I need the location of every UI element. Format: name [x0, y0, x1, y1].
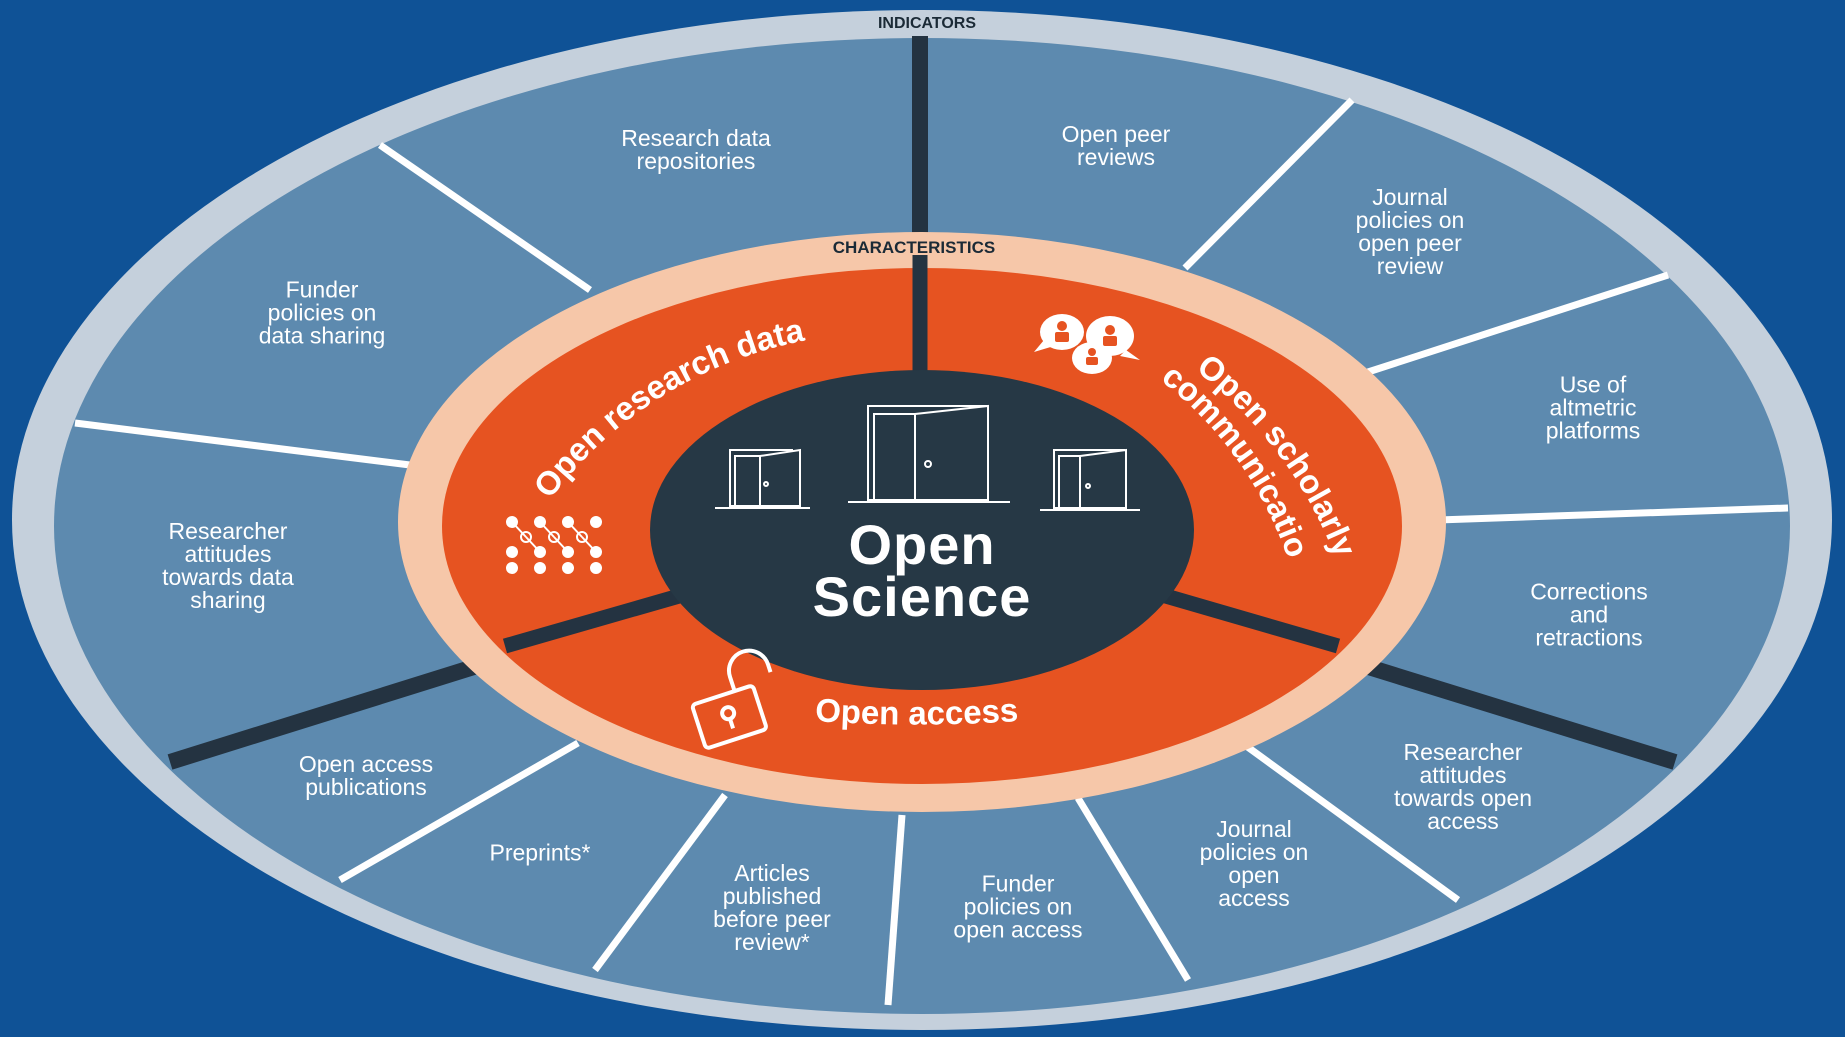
indicator-dividers [74, 97, 1789, 1006]
divider [378, 142, 592, 293]
indicator-articles-before-peer-review: Articles published before peer review* [713, 860, 831, 955]
indicators-ring-label: INDICATORS [878, 15, 976, 32]
indicator-journal-policies-open-access: Journal policies on open access [1199, 816, 1309, 911]
data-network-icon [506, 516, 602, 574]
door-small-left-icon [715, 448, 810, 509]
indicator-preprints: Preprints* [489, 839, 591, 866]
indicator-open-peer-reviews: Open peer reviews [1061, 121, 1171, 170]
open-padlock-icon [690, 648, 773, 750]
divider [1366, 271, 1670, 376]
divider [1437, 504, 1789, 524]
divider [884, 814, 906, 1006]
divider [74, 419, 411, 469]
divider [338, 739, 580, 884]
door-large-center-icon [848, 404, 1010, 503]
indicator-research-data-repositories: Research data repositories [621, 125, 771, 174]
indicator-altmetric-platforms: Use of altmetric platforms [1545, 371, 1641, 444]
characteristic-open-access: Open access [814, 691, 1019, 731]
indicator-attitudes-open-access: Researcher attitudes towards open access [1393, 739, 1533, 834]
indicator-journal-policies-open-peer-review: Journal policies on open peer review [1355, 184, 1465, 279]
divider-right-inner [1142, 582, 1341, 654]
indicator-attitudes-data-sharing: Researcher attitudes towards data sharin… [162, 518, 294, 613]
door-small-right-icon [1040, 448, 1140, 511]
divider [592, 792, 728, 973]
indicator-open-access-publications: Open access publications [298, 751, 434, 800]
characteristics-ring-label: CHARACTERISTICS [833, 238, 995, 257]
divider [1235, 737, 1461, 903]
divider-left-inner [502, 582, 703, 654]
people-chat-icon [1034, 314, 1140, 374]
indicator-funder-policies-data-sharing: Funder policies on data sharing [258, 276, 386, 349]
center-title-line1: Open [848, 513, 996, 576]
indicator-corrections-retractions: Corrections and retractions [1530, 578, 1648, 651]
characteristic-dividers [502, 255, 1341, 654]
divider [1075, 796, 1191, 982]
divider [1182, 97, 1355, 271]
indicator-funder-policies-open-access: Funder policies on open access [953, 870, 1083, 943]
doors-icon [715, 404, 1140, 511]
center-title-line2: Science [812, 565, 1032, 628]
